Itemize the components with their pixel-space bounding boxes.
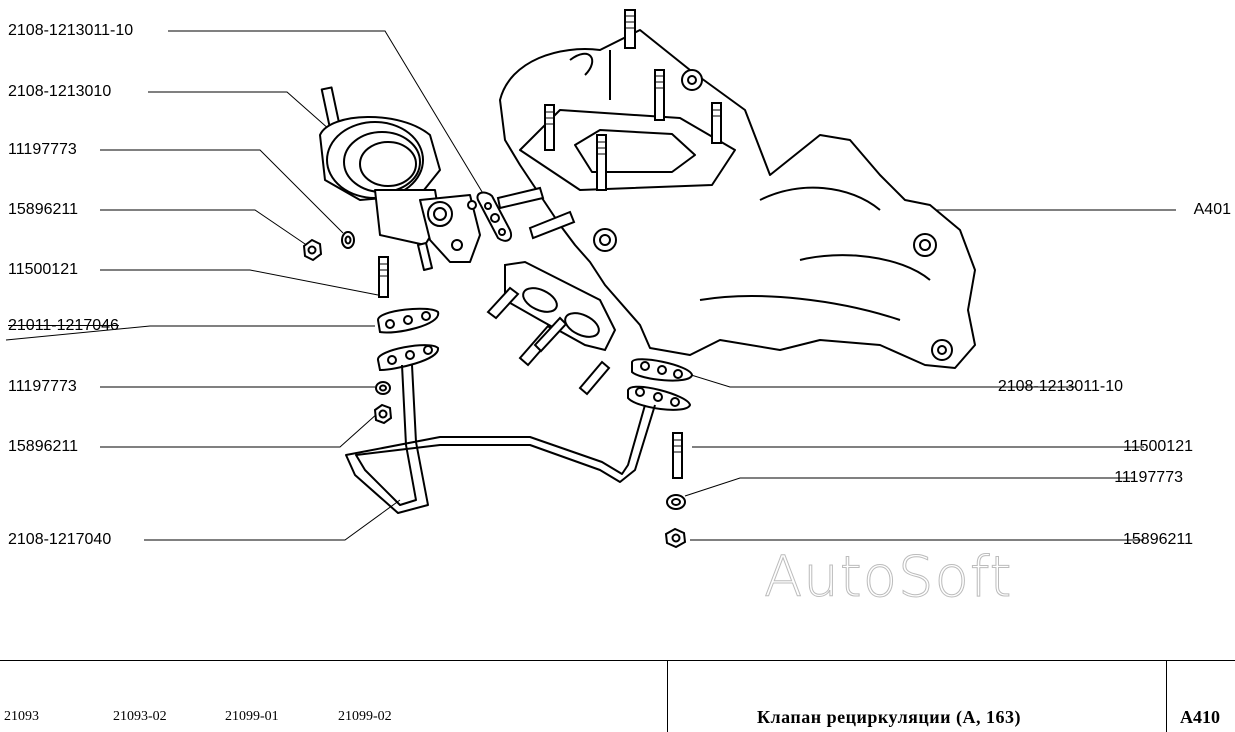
callout-egr-valve-part-number: 2108-1213010 (8, 83, 112, 100)
fasteners (302, 231, 687, 549)
callout-nut-part-number: 15896211 (8, 201, 78, 218)
exhaust-flange (486, 260, 617, 396)
callout-washer-3-part-number: 11197773 (1114, 469, 1183, 486)
callout-stud-part-number: 11500121 (8, 261, 78, 278)
leader-lines (5, 30, 1176, 541)
model-code: 21093-02 (113, 709, 167, 724)
gaskets (376, 191, 694, 411)
callout-pipe-gasket-part-number: 21011-1217046 (8, 317, 119, 334)
callout-stud-2-part-number: 11500121 (1123, 438, 1193, 455)
callout-egr-pipe-part-number: 2108-1217040 (8, 531, 112, 548)
stud-threads (545, 15, 721, 155)
watermark-logo: AutoSoft (764, 545, 1013, 610)
model-code: 21093 (4, 709, 39, 724)
manifold-studs (496, 9, 722, 240)
callout-washer-part-number: 11197773 (8, 141, 77, 158)
model-code: 21099-01 (225, 709, 279, 724)
footer-divider (667, 661, 668, 732)
footer-divider (1166, 661, 1167, 732)
callout-washer-2-part-number: 11197773 (8, 378, 77, 395)
callout-nut-3-part-number: 15896211 (1123, 531, 1193, 548)
parts-diagram (5, 9, 1176, 549)
callout-gasket-part-number: 2108-1213011-10 (8, 22, 134, 39)
egr-pipe (345, 364, 656, 514)
callout-nut-2-part-number: 15896211 (8, 438, 78, 455)
callout-gasket-2-part-number: 2108-1213011-10 (997, 378, 1123, 395)
model-code: 21099-02 (338, 709, 392, 724)
drawing-title: Клапан рециркуляции (А, 163) (757, 707, 1022, 727)
drawing-code: A410 (1180, 707, 1220, 727)
egr-valve (319, 86, 481, 271)
footer-title-block: 21093 21093-02 21099-01 21099-02 Клапан … (0, 660, 1235, 732)
callout-manifold-ref: A401 (1193, 201, 1231, 218)
